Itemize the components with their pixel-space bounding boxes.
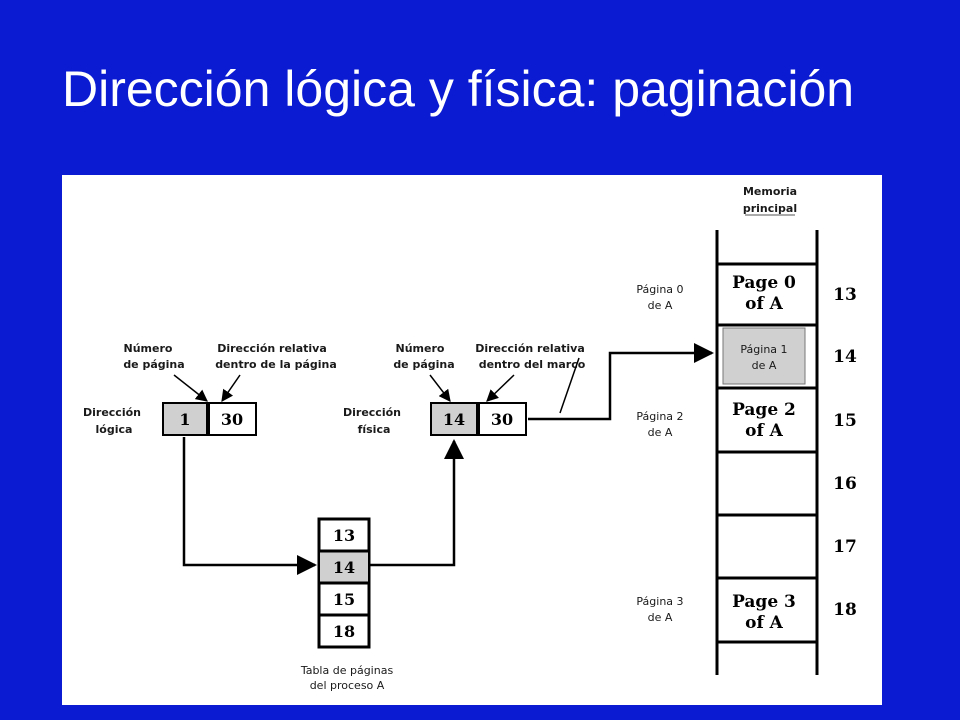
physical-offset-box	[478, 402, 527, 436]
physical-frame-number-label-line2: de página	[393, 358, 454, 371]
physical-frame-box	[430, 402, 478, 436]
main-memory: Page 0 of A Página 1 de A Page 2 of A Pa…	[715, 230, 857, 675]
physical-offset-label-line1: Dirección relativa	[475, 342, 585, 355]
physical-frame-number-label-line1: Número	[396, 342, 445, 355]
side-label-page0-line1: Página 0	[636, 283, 683, 296]
physical-address-label-line1: Dirección	[343, 406, 401, 419]
frame-number-13: 13	[833, 285, 857, 305]
logical-offset-label-line1: Dirección relativa	[217, 342, 327, 355]
physical-frame-value: 14	[443, 410, 465, 429]
logical-page-number-label-line2: de página	[123, 358, 184, 371]
frame-13-content-line1: Page 0	[732, 273, 796, 293]
page-table-label-line2: del proceso A	[310, 679, 385, 692]
side-label-page3-line2: de A	[648, 611, 673, 624]
frame-number-15: 15	[833, 411, 857, 431]
side-label-page0-line2: de A	[648, 299, 673, 312]
frame-number-16: 16	[833, 474, 857, 494]
logical-offset-box	[208, 402, 257, 436]
side-label-page2-line2: de A	[648, 426, 673, 439]
memory-title-line1: Memoria	[743, 185, 797, 198]
side-label-page2-line1: Página 2	[636, 410, 683, 423]
logical-page-value: 1	[179, 410, 190, 429]
arrow-logical-to-table	[182, 437, 317, 575]
frame-18-content-line1: Page 3	[732, 592, 796, 612]
frame-15-content-line2: of A	[745, 421, 784, 441]
physical-offset-value: 30	[491, 410, 513, 429]
logical-address: Número de página Dirección relativa dent…	[83, 342, 337, 436]
page-table-highlight	[320, 552, 368, 583]
frame-18-content-line2: of A	[745, 613, 784, 633]
physical-address-label-line2: física	[358, 423, 391, 436]
frame-13-content-line2: of A	[745, 294, 784, 314]
slide-title: Dirección lógica y física: paginación	[62, 61, 855, 117]
frame-14-highlight	[722, 327, 806, 385]
logical-offset-label-line2: dentro de la página	[215, 358, 337, 371]
frame-number-18: 18	[833, 600, 857, 620]
physical-offset-label-line2: dentro del marco	[479, 358, 586, 371]
page-table-entry-2: 15	[333, 590, 355, 609]
paging-diagram-svg: Memoria principal Page 0 of A Página 1 d…	[83, 185, 857, 692]
logical-page-box	[162, 402, 208, 436]
offset-connector-line	[559, 357, 580, 414]
logical-page-number-label-line1: Número	[124, 342, 173, 355]
page-table-entry-1: 14	[333, 558, 355, 577]
page-table-label-line1: Tabla de páginas	[300, 664, 394, 677]
frame-14-content-line1: Página 1	[740, 343, 787, 356]
page-table: 13 14 15 18 Tabla de páginas del proceso…	[300, 517, 394, 692]
arrow-physical-to-memory	[528, 343, 714, 421]
paging-diagram: Memoria principal Page 0 of A Página 1 d…	[62, 175, 882, 705]
logical-address-label-line2: lógica	[96, 423, 133, 436]
physical-address: Número de página Dirección relativa dent…	[343, 342, 586, 436]
frame-14-content-line2: de A	[752, 359, 777, 372]
frame-number-17: 17	[833, 537, 857, 557]
arrow-table-to-physical	[369, 439, 464, 567]
page-table-entry-3: 18	[333, 622, 355, 641]
logical-address-label-line1: Dirección	[83, 406, 141, 419]
frame-15-content-line1: Page 2	[732, 400, 796, 420]
side-label-page3-line1: Página 3	[636, 595, 683, 608]
frame-number-14: 14	[833, 347, 857, 367]
page-table-entry-0: 13	[333, 526, 355, 545]
memory-title-line2: principal	[743, 202, 797, 215]
logical-offset-value: 30	[221, 410, 243, 429]
